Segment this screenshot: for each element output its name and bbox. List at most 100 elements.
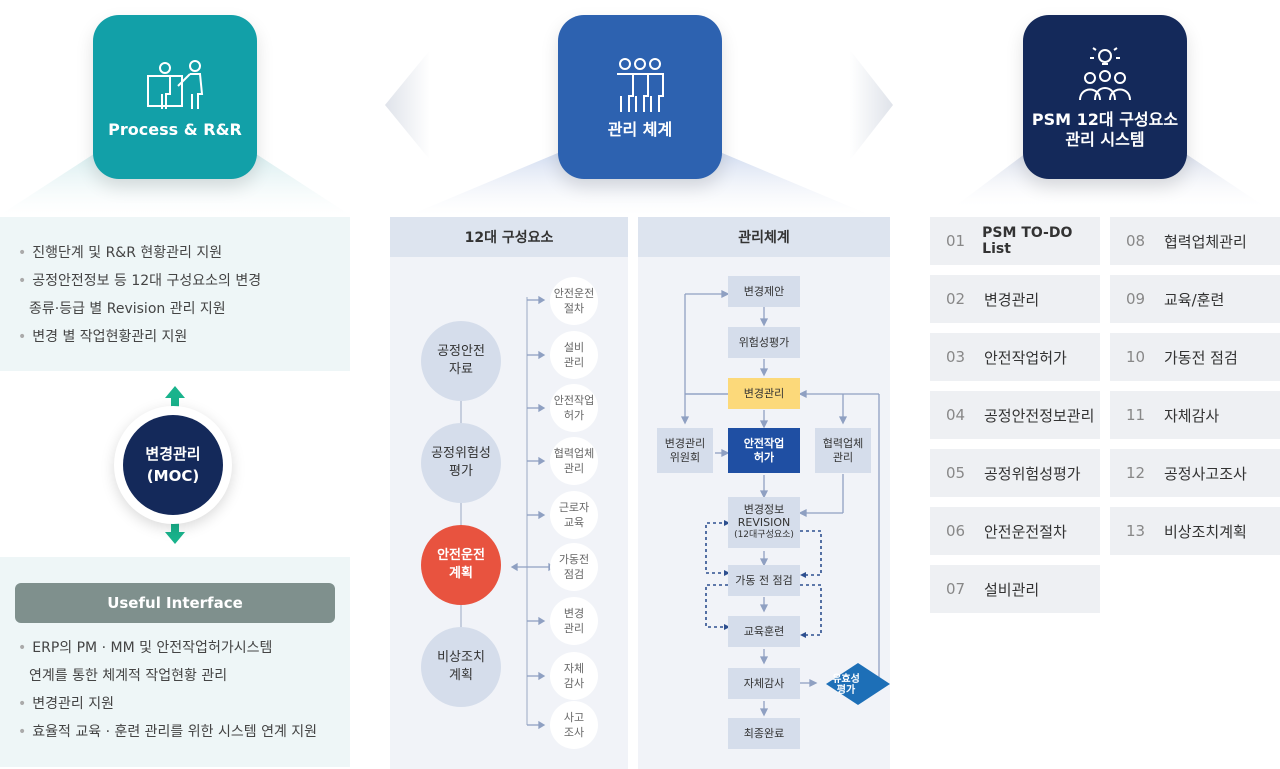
left2-bullet-1: •ERP의 PM · MM 및 안전작업허가시스템 (18, 640, 273, 656)
psm-system-tile[interactable]: PSM 12대 구성요소 관리 시스템 (1023, 15, 1187, 179)
psm-list-item-label: 안전운전절차 (984, 522, 1067, 541)
left-tile-glow (0, 150, 350, 215)
arrow-left-shape (385, 50, 430, 160)
component-small-8[interactable]: 자체 감사 (550, 652, 598, 700)
psm-list-item[interactable]: 10 가동전 점검 (1110, 333, 1280, 381)
psm-list-item[interactable]: 12 공정사고조사 (1110, 449, 1280, 497)
psm-list-item-number: 11 (1126, 406, 1146, 424)
component-small-5-label: 근로자 교육 (558, 501, 590, 529)
team-icon (617, 58, 664, 112)
component-small-6-label: 가동전 점검 (558, 553, 590, 581)
step-revision-label: 변경정보 REVISION (737, 503, 791, 529)
psm-list-item-label: 교육/훈련 (1164, 290, 1225, 309)
component-small-3[interactable]: 안전작업 허가 (550, 384, 598, 432)
component-small-9[interactable]: 사고 조사 (550, 701, 598, 749)
step-revision-sub: (12대구성요소) (734, 530, 794, 540)
step-work-permit[interactable]: 안전작업 허가 (728, 428, 800, 473)
psm-list-item[interactable]: 06 안전운전절차 (930, 507, 1100, 555)
left2-bullet-4: •효율적 교육 · 훈련 관리를 위한 시스템 연계 지원 (18, 724, 318, 740)
left-bullet-4: •변경 별 작업현황관리 지원 (18, 329, 188, 345)
psm-list-item[interactable]: 13 비상조치계획 (1110, 507, 1280, 555)
psm-list-item-label: 협력업체관리 (1164, 232, 1247, 251)
step-self-audit[interactable]: 자체감사 (728, 668, 800, 699)
up-arrow-icon (165, 386, 185, 410)
psm-list-item-label: 변경관리 (984, 290, 1040, 309)
psm-list-item-number: 07 (946, 580, 966, 598)
component-small-3-label: 안전작업 허가 (553, 394, 595, 422)
step-prestart-check[interactable]: 가동 전 점검 (728, 565, 800, 596)
psm-list-item[interactable]: 01 PSM TO-DO List (930, 217, 1100, 265)
component-big-4[interactable]: 비상조치 계획 (421, 627, 501, 707)
psm-list-item-label: 가동전 점검 (1164, 348, 1238, 367)
center-tile-glow (410, 150, 870, 215)
component-small-4[interactable]: 협력업체 관리 (550, 437, 598, 485)
component-big-4-label: 비상조치 계획 (437, 650, 485, 683)
presentation-people-icon (147, 60, 204, 109)
step-proposal[interactable]: 변경제안 (728, 276, 800, 307)
component-big-2[interactable]: 공정위험성 평가 (421, 423, 501, 503)
component-small-6[interactable]: 가동전 점검 (550, 543, 598, 591)
psm-list-item[interactable]: 09 교육/훈련 (1110, 275, 1280, 323)
psm-list-item[interactable]: 11 자체감사 (1110, 391, 1280, 439)
component-small-8-label: 자체 감사 (563, 662, 585, 690)
moc-circle[interactable]: 변경관리 (MOC) (123, 415, 223, 515)
psm-list-item-label: 설비관리 (984, 580, 1040, 599)
psm-list-item-label: PSM TO-DO List (982, 225, 1073, 257)
management-header: 관리체계 (638, 217, 890, 257)
component-big-2-label: 공정위험성 평가 (431, 446, 491, 479)
component-small-2[interactable]: 설비 관리 (550, 331, 598, 379)
component-small-1-label: 안전운전 절차 (553, 287, 595, 315)
step-validity-label[interactable]: 유효성 평가 (832, 674, 860, 696)
psm-list-item-number: 09 (1126, 290, 1146, 308)
psm-list-item-number: 13 (1126, 522, 1146, 540)
component-big-1-label: 공정안전 자료 (437, 344, 485, 377)
process-rr-tile[interactable]: Process & R&R (93, 15, 257, 179)
psm-list-item-label: 공정안전정보관리 (984, 406, 1095, 425)
psm-list-item-number: 12 (1126, 464, 1146, 482)
step-revision[interactable]: 변경정보 REVISION (12대구성요소) (728, 497, 800, 548)
step-training[interactable]: 교육훈련 (728, 616, 800, 647)
left-top-panel (0, 217, 350, 371)
psm-list-item[interactable]: 07 설비관리 (930, 565, 1100, 613)
component-small-7-label: 변경 관리 (563, 607, 585, 635)
psm-list-item-number: 04 (946, 406, 966, 424)
management-system-tile[interactable]: 관리 체계 (558, 15, 722, 179)
psm-list-item-number: 03 (946, 348, 966, 366)
management-system-title: 관리 체계 (607, 120, 673, 139)
component-small-5[interactable]: 근로자 교육 (550, 491, 598, 539)
psm-list-item-label: 공정위험성평가 (984, 464, 1081, 483)
psm-list-item-number: 01 (946, 232, 966, 250)
moc-subtitle: (MOC) (146, 467, 200, 485)
psm-list-item[interactable]: 05 공정위험성평가 (930, 449, 1100, 497)
step-committee[interactable]: 변경관리 위원회 (657, 428, 713, 473)
component-small-7[interactable]: 변경 관리 (550, 597, 598, 645)
psm-list-item-label: 공정사고조사 (1164, 464, 1247, 483)
left-bullet-3: 종류·등급 별 Revision 관리 지원 (29, 301, 226, 317)
step-partner-management[interactable]: 협력업체 관리 (815, 428, 871, 473)
left-bullet-2: •공정안전정보 등 12대 구성요소의 변경 (18, 273, 262, 289)
psm-list-item-label: 자체감사 (1164, 406, 1220, 425)
process-rr-title: Process & R&R (108, 120, 242, 139)
psm-list-item-label: 비상조치계획 (1164, 522, 1247, 541)
validity-diamond (826, 663, 890, 705)
component-small-9-label: 사고 조사 (563, 711, 585, 739)
step-final-completion[interactable]: 최종완료 (728, 718, 800, 749)
psm-list-item-number: 06 (946, 522, 966, 540)
psm-list-item[interactable]: 04 공정안전정보관리 (930, 391, 1100, 439)
components-header: 12대 구성요소 (390, 217, 628, 257)
idea-team-icon (1079, 47, 1131, 101)
psm-list-item[interactable]: 02 변경관리 (930, 275, 1100, 323)
psm-list-item-number: 08 (1126, 232, 1146, 250)
psm-list-item-number: 10 (1126, 348, 1146, 366)
left-bullet-1: •진행단계 및 R&R 현황관리 지원 (18, 245, 223, 261)
moc-title: 변경관리 (145, 445, 201, 463)
psm-list-item[interactable]: 08 협력업체관리 (1110, 217, 1280, 265)
step-change-management[interactable]: 변경관리 (728, 378, 800, 409)
psm-list-item-number: 02 (946, 290, 966, 308)
component-small-1[interactable]: 안전운전 절차 (550, 277, 598, 325)
psm-list-item-number: 05 (946, 464, 966, 482)
component-big-3[interactable]: 안전운전 계획 (421, 525, 501, 605)
component-big-1[interactable]: 공정안전 자료 (421, 321, 501, 401)
step-risk-assessment[interactable]: 위험성평가 (728, 327, 800, 358)
